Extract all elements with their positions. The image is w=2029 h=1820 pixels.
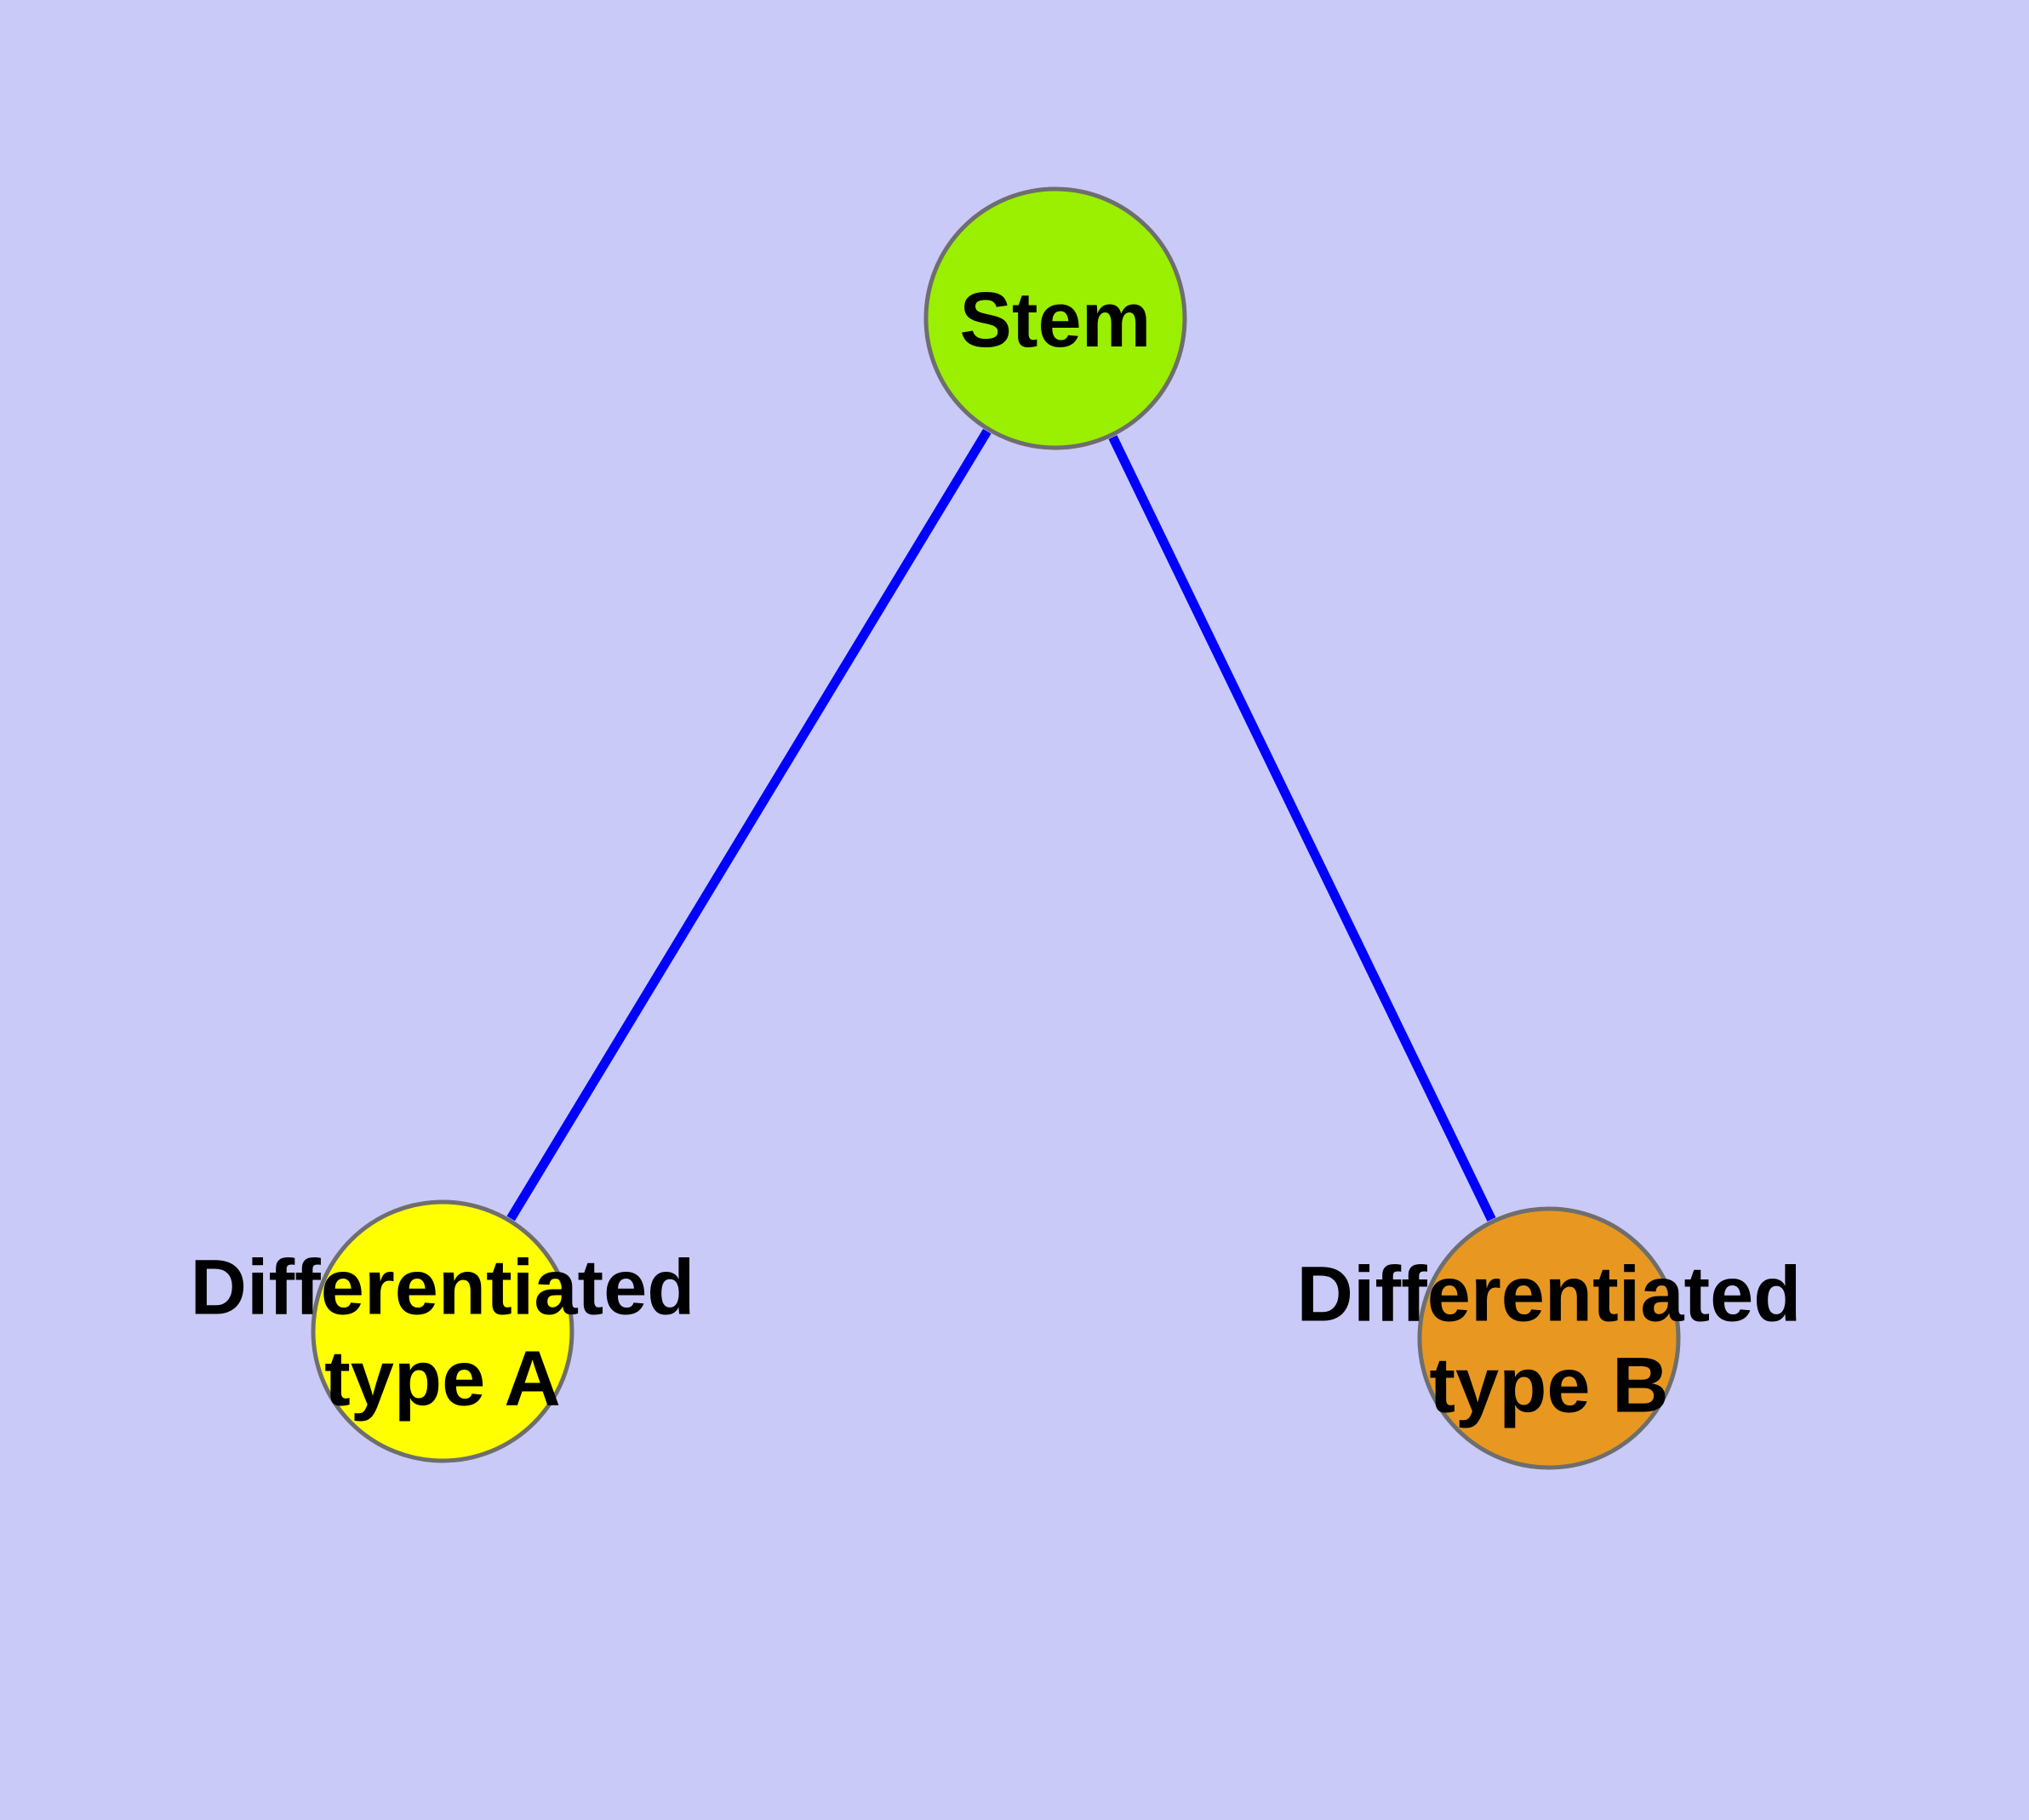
node-differentiated-type-b-label-line-2: type B (1429, 1342, 1668, 1429)
node-stem[interactable]: Stem (923, 186, 1187, 450)
node-differentiated-type-b-label-line-1: Differentiated (1297, 1251, 1802, 1338)
node-differentiated-type-b-circle[interactable] (1417, 1206, 1681, 1470)
node-differentiated-type-a-label-line-1: Differentiated (191, 1245, 695, 1331)
edge-stem-to-differentiated-type-b (1108, 435, 1496, 1222)
node-stem-circle[interactable] (923, 186, 1187, 450)
node-stem-label-line-1: Stem (960, 277, 1152, 363)
edges-layer (506, 428, 1496, 1222)
node-differentiated-type-a-circle[interactable] (311, 1199, 574, 1463)
edge-stem-to-differentiated-type-a (506, 428, 992, 1222)
node-stem-label: Stem (960, 277, 1152, 363)
node-differentiated-type-a-label-line-2: type A (324, 1336, 561, 1422)
